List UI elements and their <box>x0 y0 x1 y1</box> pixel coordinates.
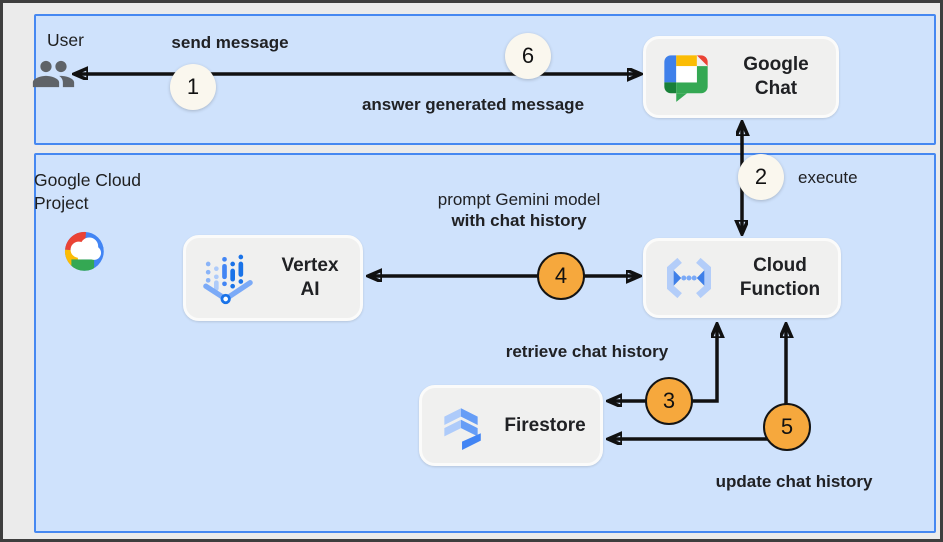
vertex-ai-icon <box>203 254 253 305</box>
google-chat-icon <box>664 55 708 102</box>
edge-label-update-chat-history: update chat history <box>715 472 873 491</box>
step-number: 1 <box>186 74 200 99</box>
edge-label-send-message: send message <box>171 33 289 52</box>
cloud-function-label: Cloud Function <box>739 255 821 300</box>
step-badge-3: 3 <box>645 377 693 425</box>
cloud-function-node: Cloud Function <box>643 238 841 318</box>
vertex-ai-label: Vertex AI <box>281 255 339 300</box>
step-number: 3 <box>662 388 676 413</box>
google-chat-label: Google Chat <box>743 54 809 99</box>
step-number: 6 <box>521 43 535 68</box>
firestore-node: Firestore <box>419 385 603 466</box>
step-number: 4 <box>554 263 568 288</box>
step-badge-5: 5 <box>763 403 811 451</box>
gcp-lane-label: Google Cloud Project <box>34 170 142 213</box>
user-lane-label: User <box>47 30 84 50</box>
google-chat-node: Google Chat <box>643 36 839 118</box>
step-badge-6: 6 <box>505 33 551 79</box>
google-cloud-logo-icon <box>64 231 104 271</box>
edge-label-retrieve-chat-history: retrieve chat history <box>505 342 669 361</box>
edge-label-answer-generated-message: answer generated message <box>361 95 585 114</box>
users-icon <box>32 60 75 88</box>
edge-label-prompt-gemini: prompt Gemini model with chat history <box>394 189 644 231</box>
firestore-icon <box>444 407 481 450</box>
step-badge-2: 2 <box>738 154 784 200</box>
edge-label-execute: execute <box>798 168 858 187</box>
vertex-ai-node: Vertex AI <box>183 235 363 321</box>
step-number: 5 <box>780 414 794 439</box>
edge-label-prompt-line2: with chat history <box>451 211 587 230</box>
firestore-label: Firestore <box>504 414 586 436</box>
cloud-function-icon <box>666 257 712 299</box>
edge-label-prompt-line1: prompt Gemini model <box>437 190 601 209</box>
step-badge-1: 1 <box>170 64 216 110</box>
step-number: 2 <box>754 164 768 189</box>
step-badge-4: 4 <box>537 252 585 300</box>
